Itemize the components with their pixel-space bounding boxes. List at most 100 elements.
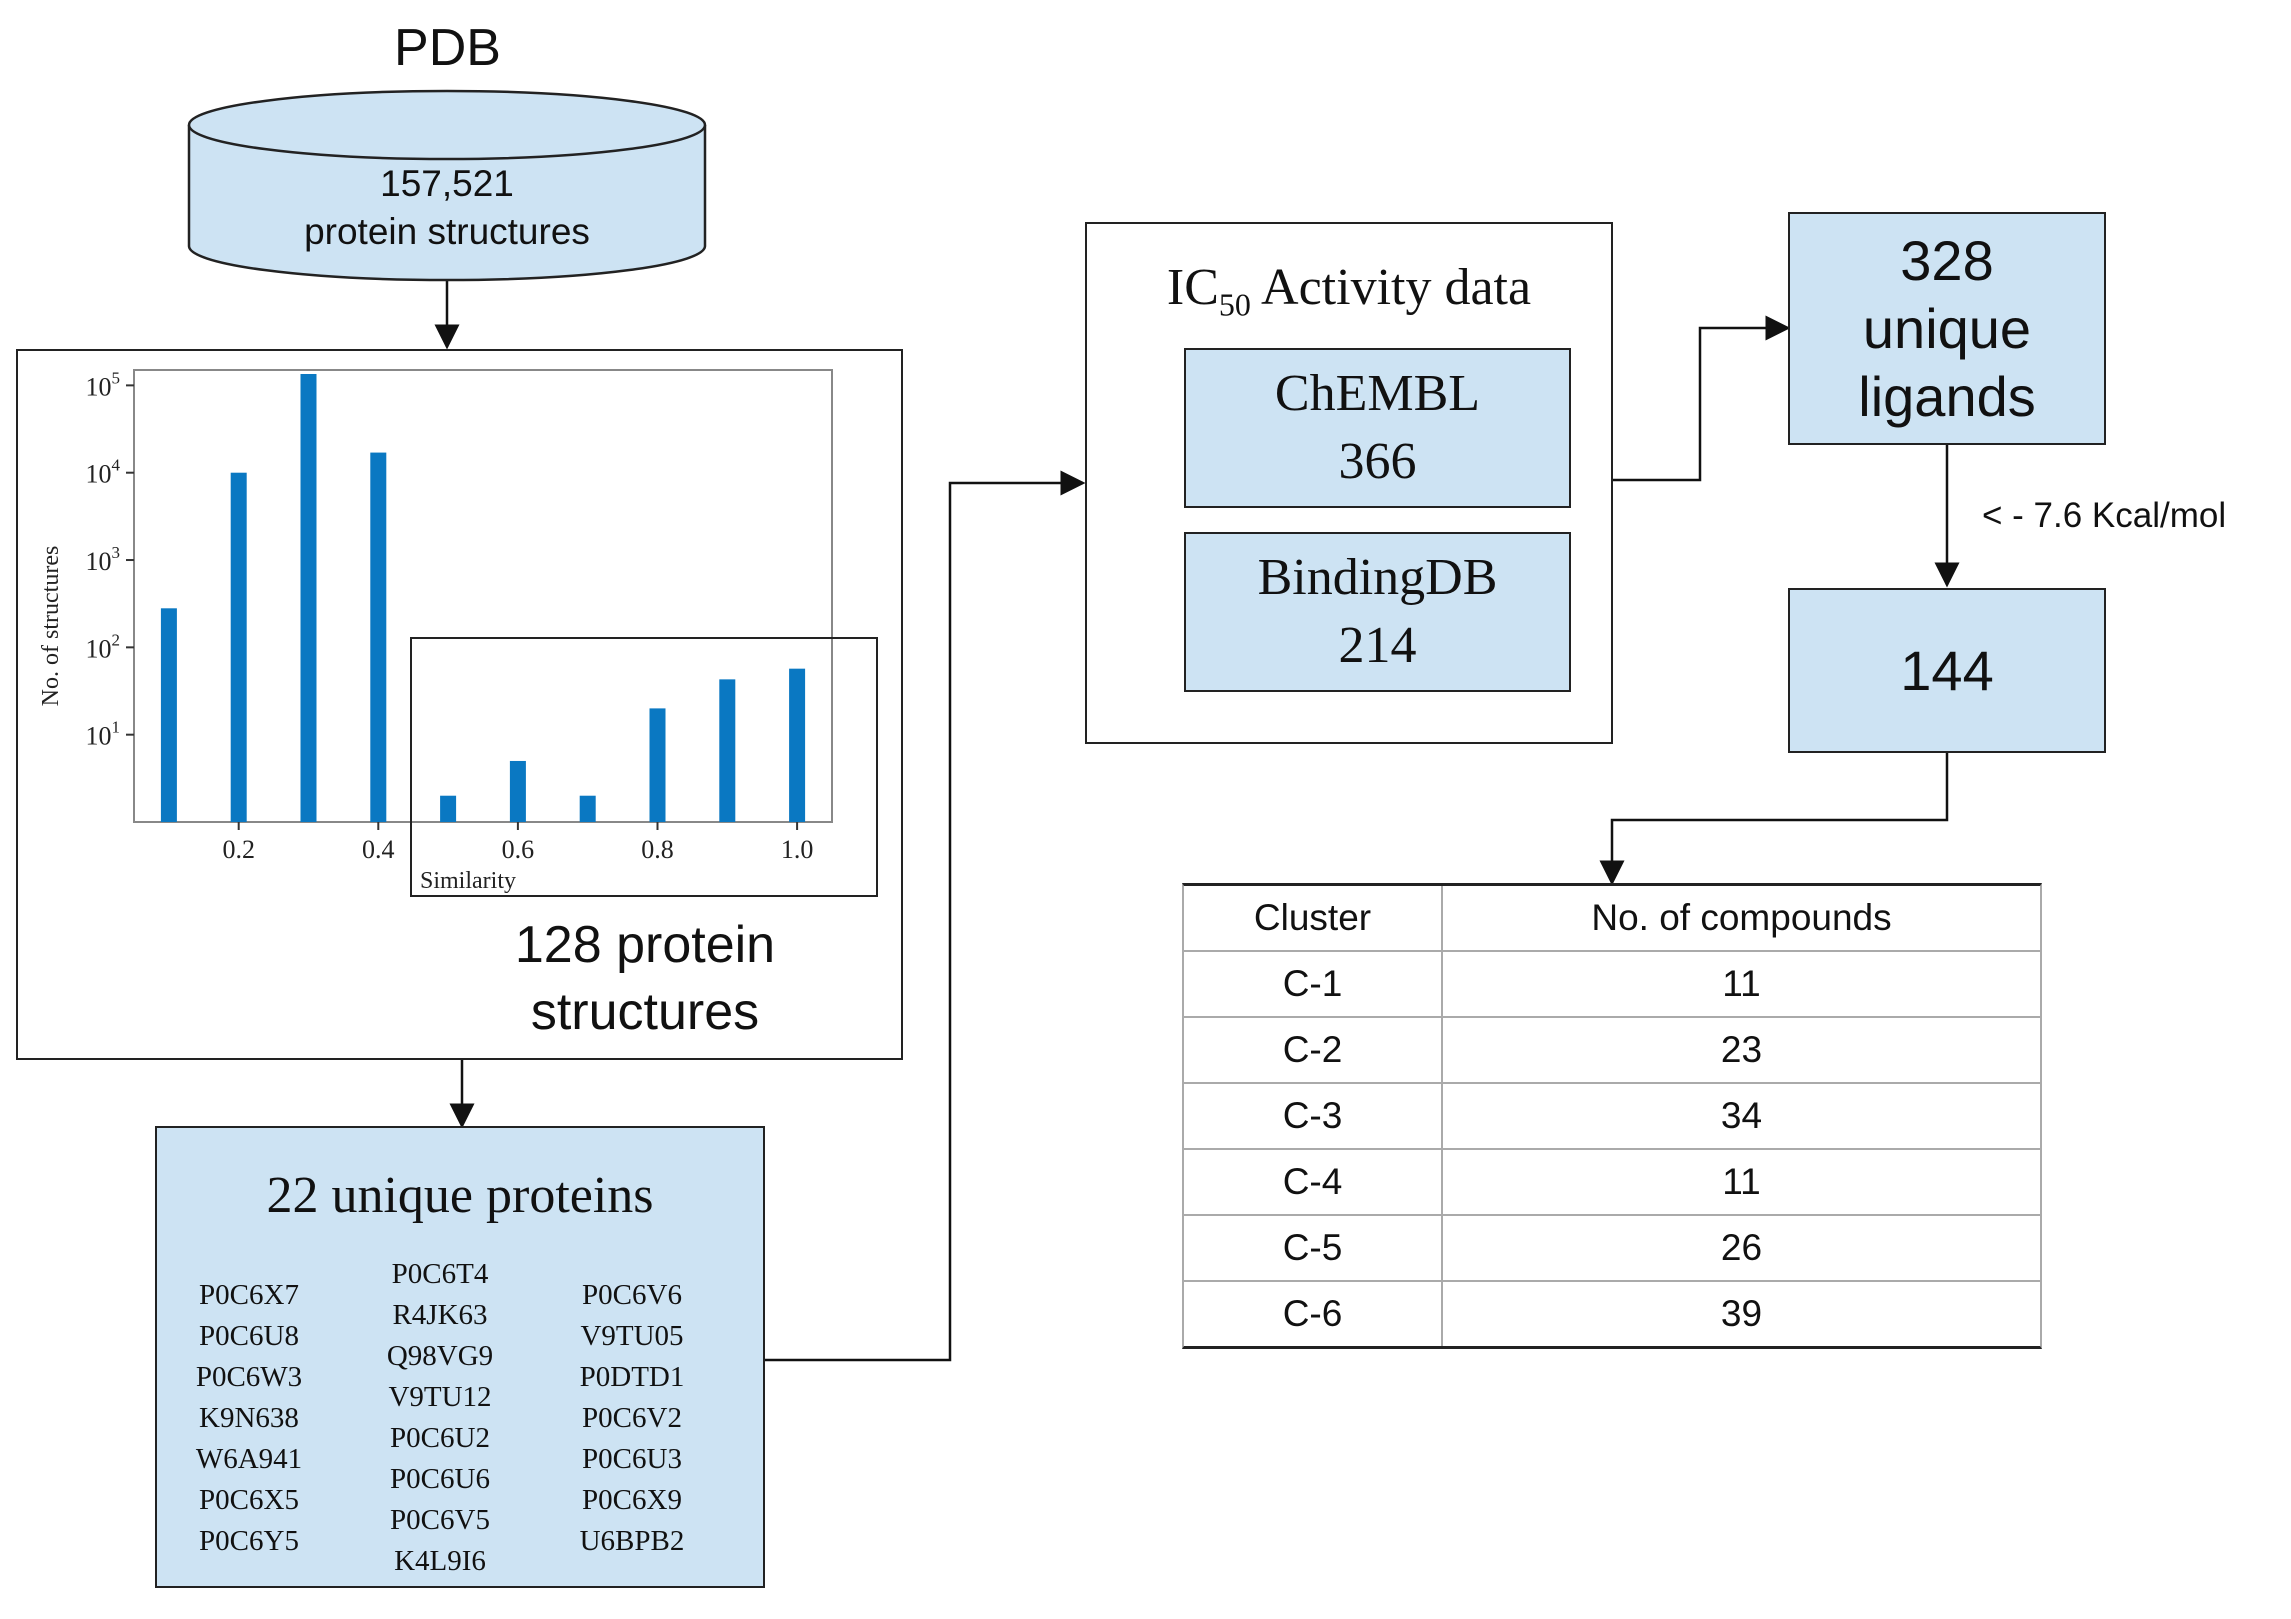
cluster-id-cell: C-5 <box>1184 1214 1443 1281</box>
caption-line1: 128 protein <box>514 916 776 974</box>
compound-count-cell: 26 <box>1442 1214 2040 1281</box>
ligands-line2: unique <box>1862 296 2032 360</box>
compound-count-cell: 39 <box>1442 1280 2040 1346</box>
histogram-caption: 128 protein structures <box>420 912 870 1046</box>
header-cluster: Cluster <box>1184 886 1443 951</box>
protein-id: P0C6X7 <box>199 1279 299 1311</box>
protein-id: P0C6U3 <box>582 1443 682 1475</box>
activity-title-suffix: Activity data <box>1250 259 1532 316</box>
ligands-count: 328 <box>1900 228 1994 292</box>
unique-proteins-title: 22 unique proteins <box>266 1167 654 1224</box>
y-tick-exponent: 1 <box>112 718 121 737</box>
cluster-id-cell: C-6 <box>1184 1280 1443 1346</box>
y-tick-exponent: 4 <box>112 456 121 475</box>
compound-count-cell: 23 <box>1442 1016 2040 1083</box>
histogram-bar <box>649 708 666 822</box>
filtered-ligands-box: 144 <box>1788 588 2106 753</box>
protein-id: P0DTD1 <box>579 1361 685 1393</box>
protein-id: P0C6T4 <box>391 1258 489 1290</box>
histogram-bar <box>300 373 317 822</box>
x-tick-label: 0.6 <box>502 835 535 864</box>
activity-title: IC50 Activity data <box>1087 258 1611 323</box>
y-tick-base: 10 <box>86 634 112 663</box>
y-tick-base: 10 <box>86 547 112 576</box>
arrow-activity-to-ligands <box>1613 315 1791 482</box>
activity-title-prefix: IC <box>1166 259 1219 316</box>
protein-id: P0C6Y5 <box>199 1525 299 1557</box>
protein-id: K4L9I6 <box>394 1545 486 1577</box>
y-tick-label: 104 <box>86 456 121 489</box>
cluster-id-cell: C-4 <box>1184 1148 1443 1215</box>
y-axis-label: No. of structures <box>38 546 64 707</box>
y-tick-exponent: 5 <box>112 368 121 387</box>
x-tick-label: 0.4 <box>362 835 395 864</box>
protein-id: V9TU05 <box>580 1320 684 1352</box>
binding-energy-threshold: < - 7.6 Kcal/mol <box>1982 496 2227 535</box>
histogram-bar <box>160 608 177 822</box>
protein-id: P0C6W3 <box>195 1361 303 1393</box>
chembl-name: ChEMBL <box>1274 365 1481 422</box>
protein-id: P0C6X9 <box>582 1484 682 1516</box>
protein-id: K9N638 <box>199 1402 299 1434</box>
histogram-bar <box>230 472 247 822</box>
arrow-filtered-to-table <box>1599 753 1949 886</box>
protein-id: P0C6V5 <box>390 1504 490 1536</box>
y-tick-label: 103 <box>86 543 121 576</box>
unique-ligands-box: 328 unique ligands <box>1788 212 2106 445</box>
protein-id: R4JK63 <box>392 1299 488 1331</box>
compound-count-cell: 34 <box>1442 1082 2040 1149</box>
protein-id: P0C6V2 <box>582 1402 682 1434</box>
plot-frame <box>133 369 833 823</box>
cluster-id-cell: C-3 <box>1184 1082 1443 1149</box>
protein-id: V9TU12 <box>388 1381 492 1413</box>
x-tick-label: 1.0 <box>781 835 814 864</box>
pdb-title: PDB <box>394 19 501 77</box>
pdb-label: protein structures <box>304 211 590 252</box>
y-tick-label: 101 <box>86 718 121 751</box>
header-compounds: No. of compounds <box>1591 897 1892 938</box>
bindingdb-count: 214 <box>1338 617 1417 674</box>
histogram-bar <box>789 668 806 822</box>
protein-id: W6A941 <box>195 1443 303 1475</box>
y-tick-exponent: 3 <box>112 543 121 562</box>
chembl-box: ChEMBL 366 <box>1184 348 1571 508</box>
pdb-database-icon <box>187 89 707 282</box>
histogram-bar <box>719 679 736 822</box>
protein-id: P0C6X5 <box>199 1484 299 1516</box>
protein-id: P0C6V6 <box>582 1279 682 1311</box>
histogram-bar <box>579 795 596 822</box>
bindingdb-name: BindingDB <box>1257 549 1498 606</box>
bindingdb-box: BindingDB 214 <box>1184 532 1571 692</box>
caption-line2: structures <box>530 983 760 1041</box>
cluster-id-cell: C-1 <box>1184 950 1443 1017</box>
y-tick-base: 10 <box>86 722 112 751</box>
compound-count-cell: 11 <box>1442 1148 2040 1215</box>
activity-data-box: IC50 Activity data ChEMBL 366 BindingDB … <box>1085 222 1613 744</box>
x-tick-label: 0.8 <box>641 835 674 864</box>
protein-id: U6BPB2 <box>579 1525 685 1557</box>
x-axis-label: Similarity <box>420 868 516 894</box>
chembl-count: 366 <box>1338 433 1417 490</box>
histogram-bar <box>370 452 387 822</box>
arrow-proteins-to-activity <box>765 470 1086 1362</box>
ligands-line3: ligands <box>1858 364 2036 428</box>
protein-id: P0C6U2 <box>390 1422 490 1454</box>
high-similarity-highlight <box>410 637 878 897</box>
y-tick-label: 105 <box>86 368 121 401</box>
compound-count-cell: 11 <box>1442 950 2040 1017</box>
protein-id: Q98VG9 <box>386 1340 494 1372</box>
